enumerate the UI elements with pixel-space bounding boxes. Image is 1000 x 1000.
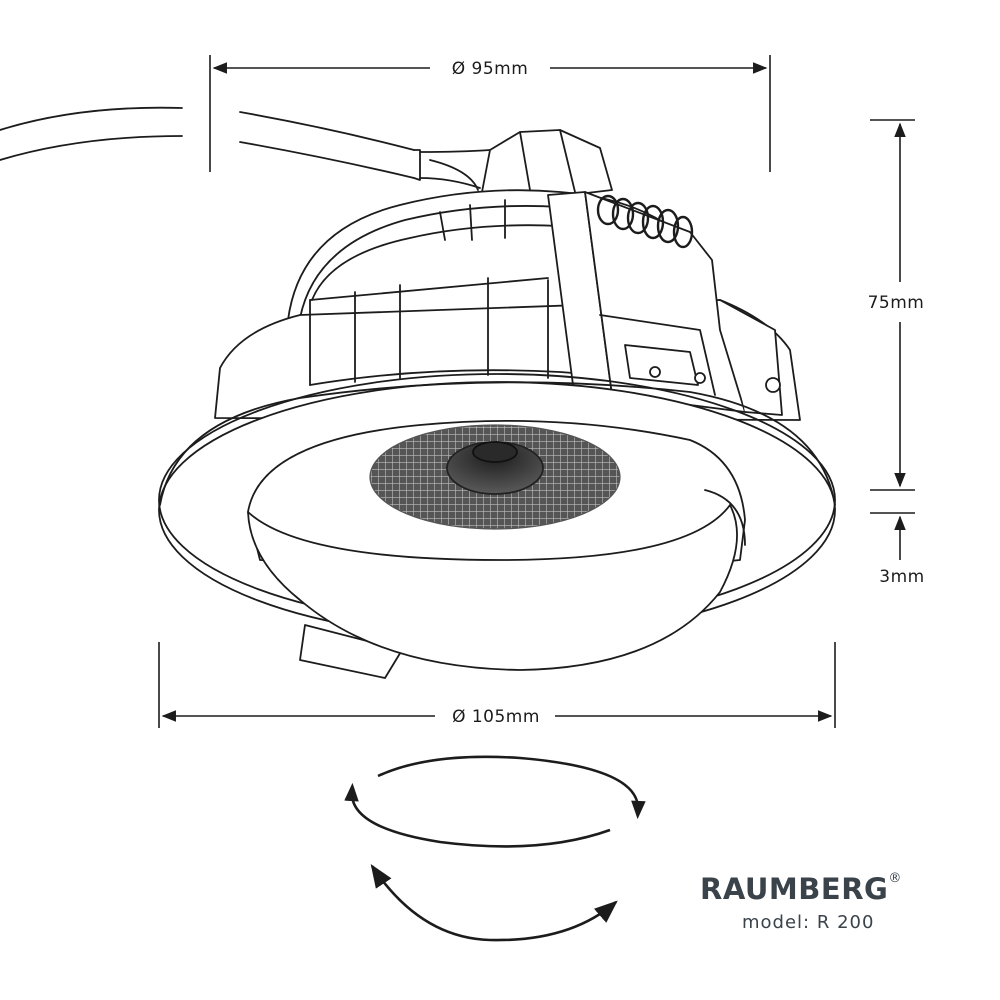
gimbal-face	[247, 489, 746, 671]
brand-name: RAUMBERG	[700, 872, 889, 906]
spring-coil	[596, 194, 694, 249]
reflector	[369, 424, 621, 530]
downlight-illustration	[0, 106, 836, 679]
model-label: model: R 200	[742, 912, 875, 933]
bottom-diameter-label: Ø 105mm	[452, 707, 540, 727]
top-diameter-dimension	[209, 55, 771, 172]
height-dimension	[870, 119, 915, 491]
driver-box	[481, 129, 613, 199]
brand-logo: RAUMBERG®	[700, 871, 940, 906]
cable	[0, 106, 491, 191]
top-diameter-label: Ø 95mm	[452, 59, 529, 79]
flange-dimension	[870, 512, 915, 560]
spring-clip	[547, 191, 783, 416]
tilt-arrow-icon	[370, 864, 618, 942]
registered-mark: ®	[888, 871, 902, 887]
bottom-diameter-dimension	[158, 642, 836, 728]
horizontal-rotation-arrows-icon	[344, 755, 646, 848]
height-label: 75mm	[868, 293, 925, 313]
flange-thickness-label: 3mm	[879, 567, 924, 587]
